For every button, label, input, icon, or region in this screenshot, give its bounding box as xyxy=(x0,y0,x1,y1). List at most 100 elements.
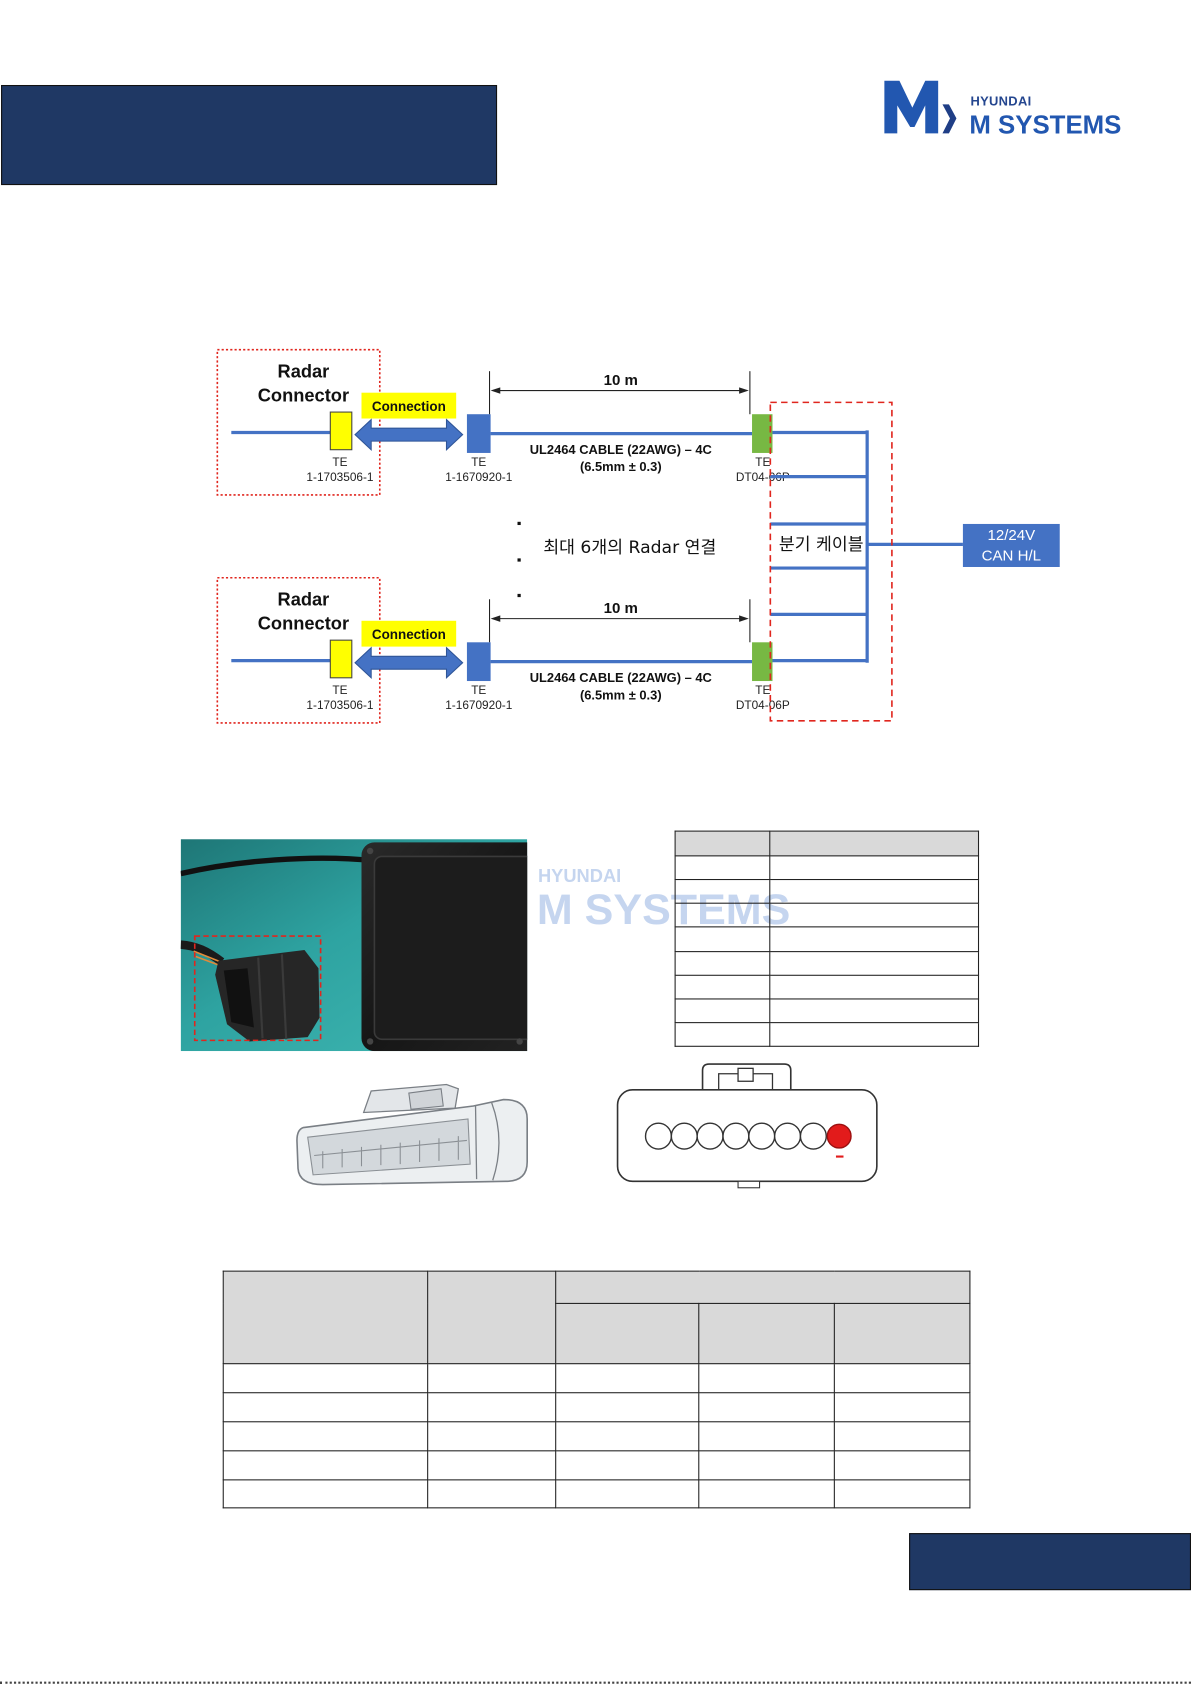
table-row xyxy=(674,926,980,953)
output-box-line1: 12/24V xyxy=(987,527,1035,544)
end-connector-plug xyxy=(752,642,773,682)
photo-sensor-cable xyxy=(180,855,375,877)
table-header-cell xyxy=(555,1270,971,1304)
connection-label: Connection xyxy=(372,627,446,642)
table-cell xyxy=(222,1479,429,1509)
table-row xyxy=(222,1479,971,1509)
end-connector-part: DT04-06P xyxy=(736,698,790,712)
table-cell xyxy=(555,1450,700,1481)
pin-circle xyxy=(670,1122,698,1150)
table-cell xyxy=(698,1363,835,1394)
radar-connector-part: 1-1703506-1 xyxy=(306,470,373,484)
table-cell xyxy=(555,1392,700,1423)
radar-connector-part: 1-1703506-1 xyxy=(306,698,373,712)
table-cell xyxy=(769,951,980,976)
table-row xyxy=(674,974,980,1000)
cable-connector-plug xyxy=(466,414,491,453)
branch-cable: 분기 케이블 xyxy=(769,401,963,722)
table-cell xyxy=(833,1392,971,1423)
wiring-diagram: Radar Connector TE 1-1703506-1 Connectio… xyxy=(216,348,1060,724)
table-row xyxy=(674,855,980,881)
logo-m-mark-icon xyxy=(884,80,939,134)
table-cell xyxy=(674,878,771,904)
table-cell xyxy=(769,974,980,1000)
table-header-cell xyxy=(674,830,771,857)
title-banner xyxy=(1,84,498,186)
radar-connector-plug xyxy=(329,639,353,679)
table-cell xyxy=(674,998,771,1024)
table-cell xyxy=(222,1392,429,1423)
cable-connector-maker: TE xyxy=(471,683,486,697)
end-connector-plug xyxy=(752,414,773,453)
pin-circle xyxy=(644,1122,673,1150)
end-connector-part: DT04-06P xyxy=(736,470,790,484)
table-row xyxy=(674,902,980,928)
table-row xyxy=(674,951,980,976)
table-row xyxy=(674,1022,980,1047)
cable-connector-part: 1-1670920-1 xyxy=(445,698,512,712)
ellipsis-dot xyxy=(517,593,521,598)
table-cell xyxy=(698,1392,835,1423)
table-header-cell xyxy=(769,830,980,857)
table-cell xyxy=(698,1450,835,1481)
table-cell xyxy=(833,1479,971,1509)
table-cell xyxy=(222,1421,429,1452)
connector-face-bottom-tab xyxy=(737,1180,761,1189)
pin-circle xyxy=(799,1122,827,1150)
pin-1-highlight xyxy=(826,1123,852,1149)
table-cell xyxy=(833,1363,971,1394)
pin-circle xyxy=(748,1122,776,1150)
table-header-cell xyxy=(698,1302,835,1365)
cable-length: 10 m xyxy=(604,600,638,617)
radar-connector-title-line1: Radar xyxy=(278,361,330,382)
pin-circle xyxy=(722,1122,750,1150)
pin-circle xyxy=(773,1122,802,1150)
table-cell xyxy=(555,1479,700,1509)
cable-connector-plug xyxy=(466,642,491,682)
table-cell xyxy=(833,1450,971,1481)
radar-connector-title-line2: Connector xyxy=(258,384,349,405)
table-cell xyxy=(674,855,771,881)
table-cell xyxy=(674,926,771,953)
cable-diameter: (6.5mm ± 0.3) xyxy=(580,687,662,702)
table-cell xyxy=(769,926,980,953)
radar-connector-frame xyxy=(216,348,381,496)
cable-length: 10 m xyxy=(604,372,638,389)
footer-banner xyxy=(909,1533,1191,1591)
table-row xyxy=(222,1392,971,1423)
table-row xyxy=(222,1363,971,1394)
photo-screw xyxy=(366,847,374,855)
photo-highlight-frame xyxy=(193,935,322,1042)
table-header-row xyxy=(674,830,980,857)
connector-face-latch-notches xyxy=(718,1073,774,1090)
table-cell xyxy=(222,1363,429,1394)
table-header-cell xyxy=(222,1270,429,1365)
table-row xyxy=(674,998,980,1024)
connector-photo xyxy=(180,839,528,1052)
table-cell xyxy=(555,1363,700,1394)
table-cell xyxy=(222,1450,429,1481)
cable-connector-maker: TE xyxy=(471,455,486,469)
table-cell xyxy=(698,1421,835,1452)
cable-diameter: (6.5mm ± 0.3) xyxy=(580,459,662,474)
connector-3d-rear-collar xyxy=(474,1102,500,1181)
end-connector-maker: TE xyxy=(755,683,770,697)
max-radar-note: 최대 6개의 Radar 연결 xyxy=(543,538,716,558)
connector-drawings xyxy=(296,1063,878,1189)
table-header-row xyxy=(222,1270,971,1365)
company-logo: HYUNDAI M SYSTEMS xyxy=(884,80,1121,139)
connector-3d-latch-button xyxy=(408,1088,444,1110)
table-cell xyxy=(674,902,771,928)
connector-3d-drawing xyxy=(296,1083,528,1186)
output-box xyxy=(962,523,1060,567)
photo-screw xyxy=(366,1038,374,1045)
photo-connector-rib xyxy=(257,957,264,1039)
cable-spec: UL2464 CABLE (22AWG) – 4C xyxy=(530,670,712,685)
radar-connector-maker: TE xyxy=(332,683,347,697)
table-header-cell xyxy=(833,1302,971,1365)
dimension-arrow-right-icon xyxy=(739,615,749,622)
photo-connector-cable xyxy=(180,940,225,966)
table-cell xyxy=(674,974,771,1000)
branch-cable-label: 분기 케이블 xyxy=(779,535,864,555)
